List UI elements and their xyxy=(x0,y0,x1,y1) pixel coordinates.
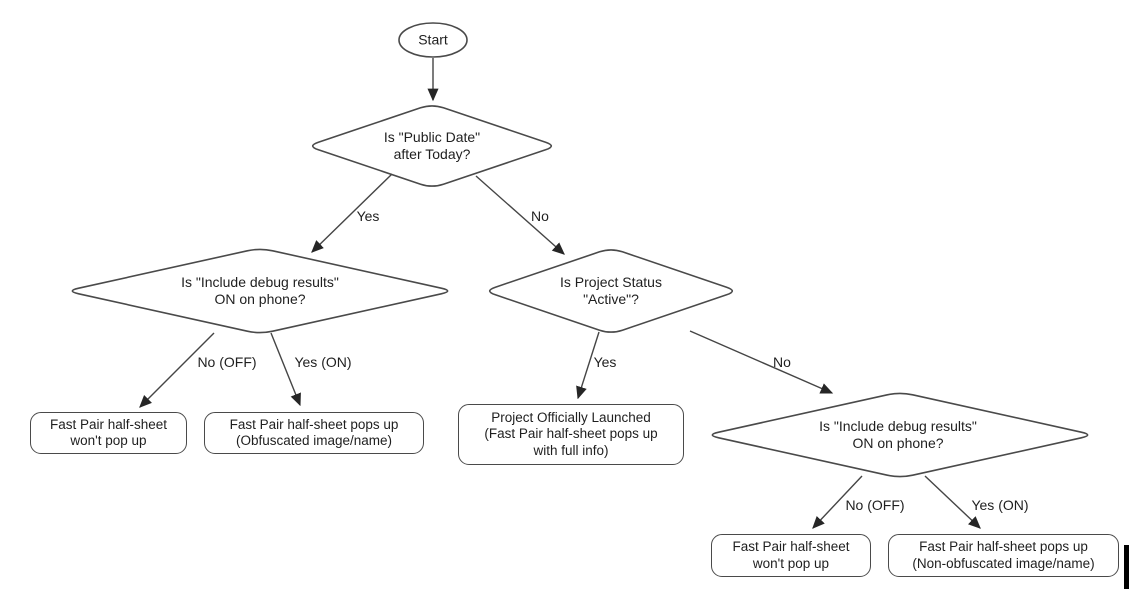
edge-label-no: No xyxy=(773,354,791,370)
decision-project-status-label: Is Project Status "Active"? xyxy=(560,274,662,307)
result-obfuscated-label: Fast Pair half-sheet pops up (Obfuscated… xyxy=(229,416,399,449)
text-cursor-artifact xyxy=(1124,545,1129,589)
edge-debug-left-yes-on xyxy=(270,332,301,407)
result-launched: Project Officially Launched (Fast Pair h… xyxy=(458,404,684,465)
edge-debug-right-no-off xyxy=(812,475,863,529)
result-launched-label: Project Officially Launched (Fast Pair h… xyxy=(484,409,658,458)
result-non-obfuscated: Fast Pair half-sheet pops up (Non-obfusc… xyxy=(888,534,1119,577)
edge-label-yes: Yes xyxy=(593,354,617,370)
result-non-obfuscated-label: Fast Pair half-sheet pops up (Non-obfusc… xyxy=(912,539,1095,571)
edge-label-no-off: No (OFF) xyxy=(845,497,905,513)
decision-debug-right-label: Is "Include debug results" ON on phone? xyxy=(819,418,977,451)
edge-label-no-off: No (OFF) xyxy=(197,354,257,370)
edge-label-yes: Yes xyxy=(356,208,380,224)
edge-debug-right-yes-on xyxy=(924,475,981,529)
edge-label-yes-on: Yes (ON) xyxy=(294,354,352,370)
decision-debug-left-label: Is "Include debug results" ON on phone? xyxy=(181,274,339,307)
start-node-shape xyxy=(398,22,468,58)
decision-debug-right-shape xyxy=(711,392,1089,478)
decision-public-date-shape xyxy=(311,105,553,187)
result-wont-popup-left-label: Fast Pair half-sheet won't pop up xyxy=(49,416,168,449)
edge-label-no: No xyxy=(531,208,549,224)
edge-public-date-no xyxy=(475,175,565,255)
edge-project-status-no xyxy=(689,330,834,394)
edge-public-date-yes xyxy=(311,173,393,253)
edge-debug-left-no-off xyxy=(139,332,215,408)
edge-label-yes-on: Yes (ON) xyxy=(971,497,1029,513)
decision-project-status-shape xyxy=(488,249,734,333)
result-wont-popup-right-label: Fast Pair half-sheet won't pop up xyxy=(732,539,850,571)
start-node-label: Start xyxy=(418,31,448,48)
decision-debug-left-shape xyxy=(71,248,449,334)
decision-public-date-label: Is "Public Date" after Today? xyxy=(383,129,481,162)
edge-project-status-yes xyxy=(576,331,600,400)
result-wont-popup-right: Fast Pair half-sheet won't pop up xyxy=(711,534,871,577)
result-wont-popup-left: Fast Pair half-sheet won't pop up xyxy=(30,412,187,454)
result-obfuscated: Fast Pair half-sheet pops up (Obfuscated… xyxy=(204,412,424,454)
